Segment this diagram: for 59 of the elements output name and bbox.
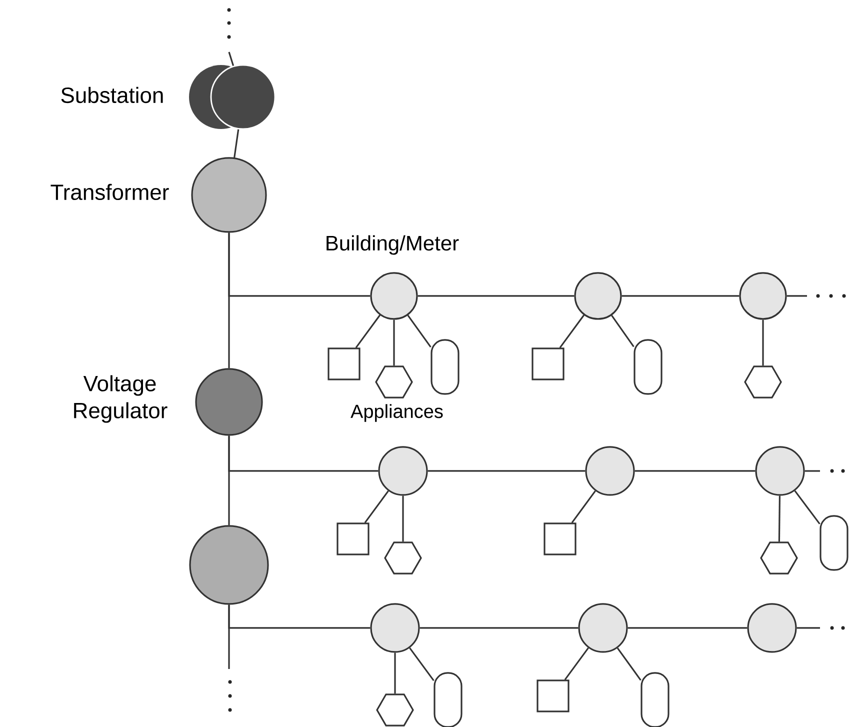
appliance-capsule <box>434 672 462 727</box>
connector-line <box>393 320 395 366</box>
appliance-square <box>532 348 564 380</box>
meter-circle <box>585 446 635 496</box>
appliance-capsule <box>634 339 662 395</box>
appliance-square <box>328 348 360 380</box>
appliance-square <box>336 522 370 556</box>
power-line <box>228 604 230 669</box>
power-line <box>418 295 574 297</box>
connector-line <box>778 496 781 542</box>
node-label: Voltage Regulator <box>74 375 168 423</box>
connector-line <box>571 490 596 524</box>
connector-line <box>611 314 634 348</box>
appliance-hexagon <box>376 694 414 726</box>
meter-circle <box>370 603 420 653</box>
appliance-hexagon <box>760 542 798 574</box>
connector-line <box>407 314 432 348</box>
power-line <box>804 470 820 472</box>
connector-line <box>394 652 396 694</box>
group-label: Appliances <box>350 404 443 422</box>
appliance-capsule <box>820 515 848 571</box>
power-line <box>234 129 240 158</box>
power-line <box>228 436 378 472</box>
meter-circle <box>747 603 797 653</box>
power-line <box>228 52 234 66</box>
power-line <box>428 470 586 472</box>
appliance-hexagon <box>384 542 422 574</box>
node-label: Substation <box>61 86 163 104</box>
power-line <box>420 627 578 629</box>
meter-circle <box>574 272 622 320</box>
power-line <box>786 295 807 297</box>
connector-line <box>355 314 381 348</box>
power-line <box>634 470 756 472</box>
appliance-hexagon <box>375 366 413 398</box>
connector-line <box>616 648 642 681</box>
node-label: Transformer <box>50 184 169 200</box>
connector-line <box>364 490 389 524</box>
meter-circle <box>755 446 805 496</box>
meter-circle <box>378 446 428 496</box>
appliance-hexagon <box>744 366 782 398</box>
power-line <box>628 627 748 629</box>
appliance-capsule <box>640 672 670 727</box>
group-label: Building/Meter <box>326 235 459 255</box>
power-line <box>228 232 370 297</box>
meter-circle <box>739 272 787 320</box>
power-line <box>622 295 740 297</box>
appliance-capsule <box>430 339 460 395</box>
appliance-square <box>544 522 576 556</box>
transformer-circle <box>189 525 269 605</box>
connector-line <box>402 496 404 542</box>
meter-circle <box>578 603 628 653</box>
power-line <box>796 627 820 629</box>
appliance-square <box>536 680 570 712</box>
connector-line <box>564 647 589 680</box>
meter-circle <box>370 272 418 320</box>
connector-line <box>762 320 764 366</box>
connector-line <box>794 490 820 524</box>
connector-line <box>409 647 434 682</box>
connector-line <box>559 314 585 348</box>
